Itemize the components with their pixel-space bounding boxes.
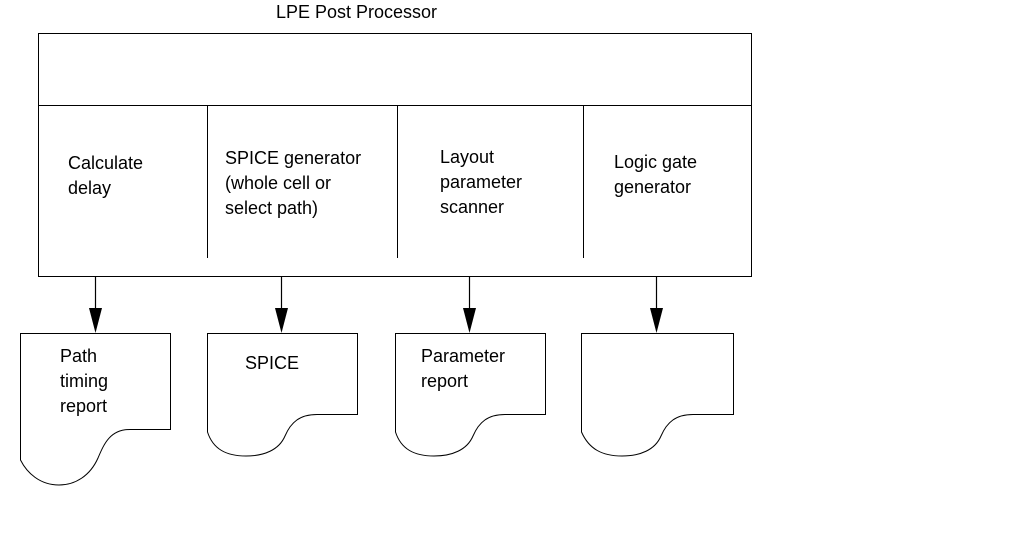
document-spice bbox=[207, 333, 358, 457]
document-path-timing-report bbox=[20, 333, 171, 486]
output-spice: SPICE bbox=[245, 353, 300, 373]
output-path-timing-report: Path timing report bbox=[60, 346, 109, 416]
arrow-2 bbox=[275, 277, 288, 333]
output-parameter-report: Parameter report bbox=[421, 346, 506, 391]
module-calculate-delay: Calculate delay bbox=[68, 153, 144, 198]
arrow-3 bbox=[463, 277, 476, 333]
document-logic-gate bbox=[581, 333, 734, 457]
arrow-4 bbox=[650, 277, 663, 333]
module-logic-gate-generator: Logic gate generator bbox=[614, 152, 698, 197]
processor-box bbox=[38, 33, 752, 277]
document-parameter-report bbox=[395, 333, 546, 457]
arrow-1 bbox=[89, 277, 102, 333]
module-layout-parameter-scanner: Layout parameter scanner bbox=[440, 147, 523, 217]
processor-title: LPE Post Processor bbox=[275, 2, 438, 22]
module-spice-generator: SPICE generator (whole cell or select pa… bbox=[225, 148, 362, 218]
